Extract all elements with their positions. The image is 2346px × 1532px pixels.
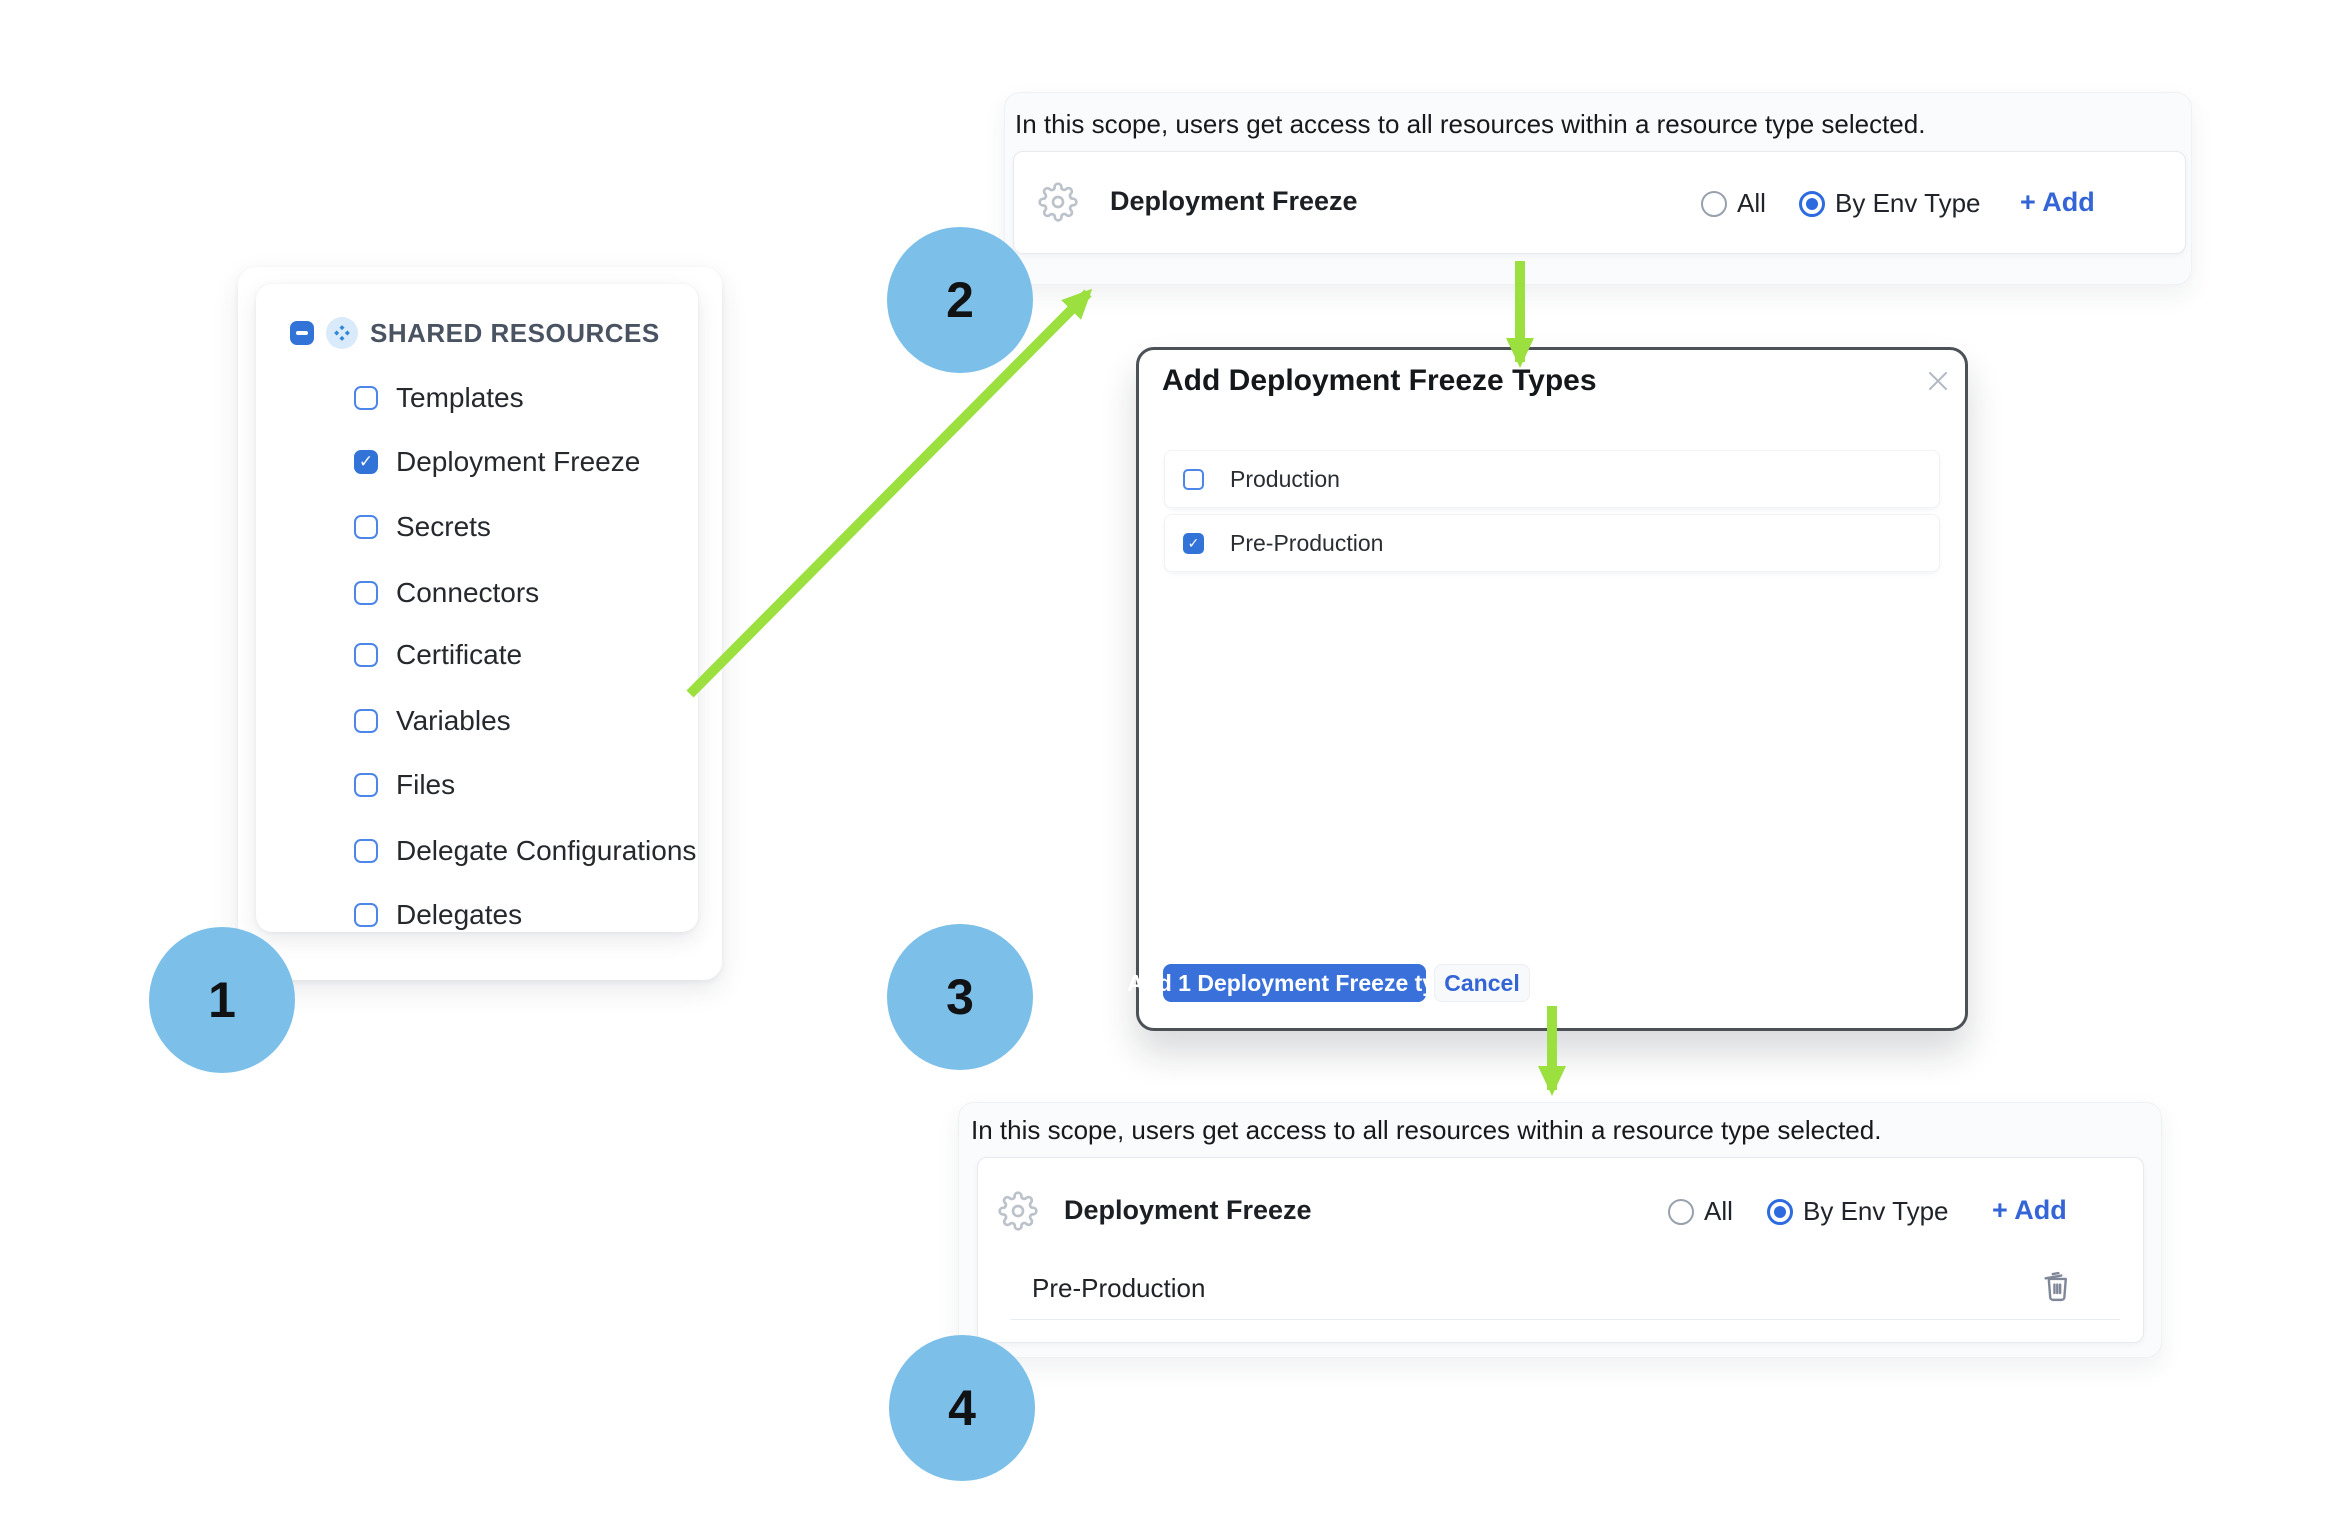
resource-item-label: Delegates	[396, 899, 523, 930]
by-env-type-radio[interactable]	[1799, 190, 1825, 217]
step-number: 3	[946, 969, 974, 1025]
resource-item-label: Templates	[396, 382, 524, 413]
scope-panel-top: In this scope, users get access to all r…	[1004, 92, 2192, 285]
pre-production-checkbox[interactable]: ✓	[1183, 532, 1204, 554]
cancel-button-label: Cancel	[1444, 969, 1520, 996]
step-number: 4	[948, 1380, 976, 1436]
variables-checkbox[interactable]	[354, 709, 378, 733]
scope-panel-bottom: In this scope, users get access to all r…	[958, 1102, 2162, 1358]
resource-item-delegate-configurations: Delegate Configurations	[354, 830, 696, 872]
row-divider	[1010, 1319, 2120, 1320]
resource-item-label: Variables	[396, 705, 511, 736]
modal-option-label: Pre-Production	[1230, 529, 1384, 556]
connectors-checkbox[interactable]	[354, 581, 378, 605]
resource-item-label: Connectors	[396, 577, 540, 608]
resource-item-label: Certificate	[396, 639, 523, 670]
deployment-freeze-row: Deployment Freeze All By Env Type + Add …	[977, 1157, 2144, 1343]
resource-item-templates: Templates	[354, 377, 524, 419]
modal-option-production[interactable]: Production	[1164, 450, 1940, 508]
resource-item-label: Delegate Configurations	[396, 835, 697, 866]
resource-panel: SHARED RESOURCES Templates ✓ Deployment …	[256, 284, 698, 932]
modal-option-label: Production	[1230, 465, 1340, 492]
by-env-type-radio[interactable]	[1767, 1198, 1793, 1225]
resource-type-title: Deployment Freeze	[1064, 1195, 1312, 1225]
step-circle-2: 2	[887, 227, 1033, 373]
resource-item-secrets: Secrets	[354, 506, 491, 548]
step-circle-1: 1	[149, 927, 295, 1073]
deployment-freeze-row: Deployment Freeze All By Env Type + Add	[1013, 151, 2186, 254]
confirm-button-label: Add 1 Deployment Freeze type	[1127, 969, 1462, 996]
step-number: 2	[946, 272, 974, 328]
resource-item-delegates: Delegates	[354, 894, 522, 936]
resource-panel-title: SHARED RESOURCES	[370, 317, 660, 348]
certificate-checkbox[interactable]	[354, 643, 378, 667]
all-radio[interactable]	[1668, 1198, 1694, 1225]
step-circle-4: 4	[889, 1335, 1035, 1481]
resource-item-label: Files	[396, 769, 456, 800]
resource-type-title: Deployment Freeze	[1110, 186, 1358, 216]
radio-by-env-option[interactable]: By Env Type	[1799, 188, 1981, 219]
add-button[interactable]: + Add	[1992, 1195, 2067, 1225]
deployment-freeze-checkbox[interactable]: ✓	[354, 450, 378, 474]
delegate-configurations-checkbox[interactable]	[354, 839, 378, 863]
resource-item-files: Files	[354, 764, 455, 806]
all-radio-label: All	[1704, 1196, 1733, 1226]
close-icon[interactable]	[1923, 366, 1953, 396]
radio-all-option[interactable]: All	[1668, 1196, 1733, 1227]
shared-resources-checkbox[interactable]	[290, 321, 314, 345]
modal-title: Add Deployment Freeze Types	[1162, 364, 1597, 397]
add-deployment-freeze-type-button[interactable]: Add 1 Deployment Freeze type	[1127, 964, 1462, 1002]
check-icon: ✓	[358, 452, 374, 471]
resource-item-deployment-freeze: ✓ Deployment Freeze	[354, 441, 640, 483]
resource-item-label: Secrets	[396, 511, 491, 542]
by-env-type-radio-label: By Env Type	[1803, 1196, 1949, 1226]
cancel-button[interactable]: Cancel	[1434, 964, 1530, 1002]
radio-by-env-option[interactable]: By Env Type	[1767, 1196, 1949, 1227]
shared-resources-chip	[326, 317, 358, 349]
resource-item-connectors: Connectors	[354, 572, 539, 614]
arrow-step1-to-step2	[686, 288, 1093, 698]
add-button[interactable]: + Add	[2020, 187, 2095, 217]
by-env-type-radio-label: By Env Type	[1835, 188, 1981, 218]
files-checkbox[interactable]	[354, 773, 378, 797]
gear-icon	[998, 1191, 1038, 1231]
diamond-cluster-icon	[334, 325, 350, 341]
all-radio[interactable]	[1701, 190, 1727, 217]
production-checkbox[interactable]	[1183, 468, 1204, 490]
all-radio-label: All	[1737, 188, 1766, 218]
delegates-checkbox[interactable]	[354, 903, 378, 927]
secrets-checkbox[interactable]	[354, 515, 378, 539]
scope-description: In this scope, users get access to all r…	[971, 1115, 1882, 1145]
resource-item-variables: Variables	[354, 700, 511, 742]
radio-all-option[interactable]: All	[1701, 188, 1766, 219]
delete-icon[interactable]	[2040, 1269, 2074, 1303]
resource-panel-header: SHARED RESOURCES	[290, 310, 660, 356]
scope-description: In this scope, users get access to all r…	[1015, 109, 1926, 139]
step-circle-3: 3	[887, 924, 1033, 1070]
step-number: 1	[208, 972, 236, 1028]
templates-checkbox[interactable]	[354, 386, 378, 410]
check-icon: ✓	[1187, 534, 1200, 551]
resource-item-certificate: Certificate	[354, 634, 522, 676]
selected-env-type: Pre-Production	[1032, 1273, 1206, 1303]
gear-icon	[1038, 182, 1078, 222]
resource-item-label: Deployment Freeze	[396, 446, 641, 477]
modal-option-pre-production[interactable]: ✓ Pre-Production	[1164, 514, 1940, 572]
